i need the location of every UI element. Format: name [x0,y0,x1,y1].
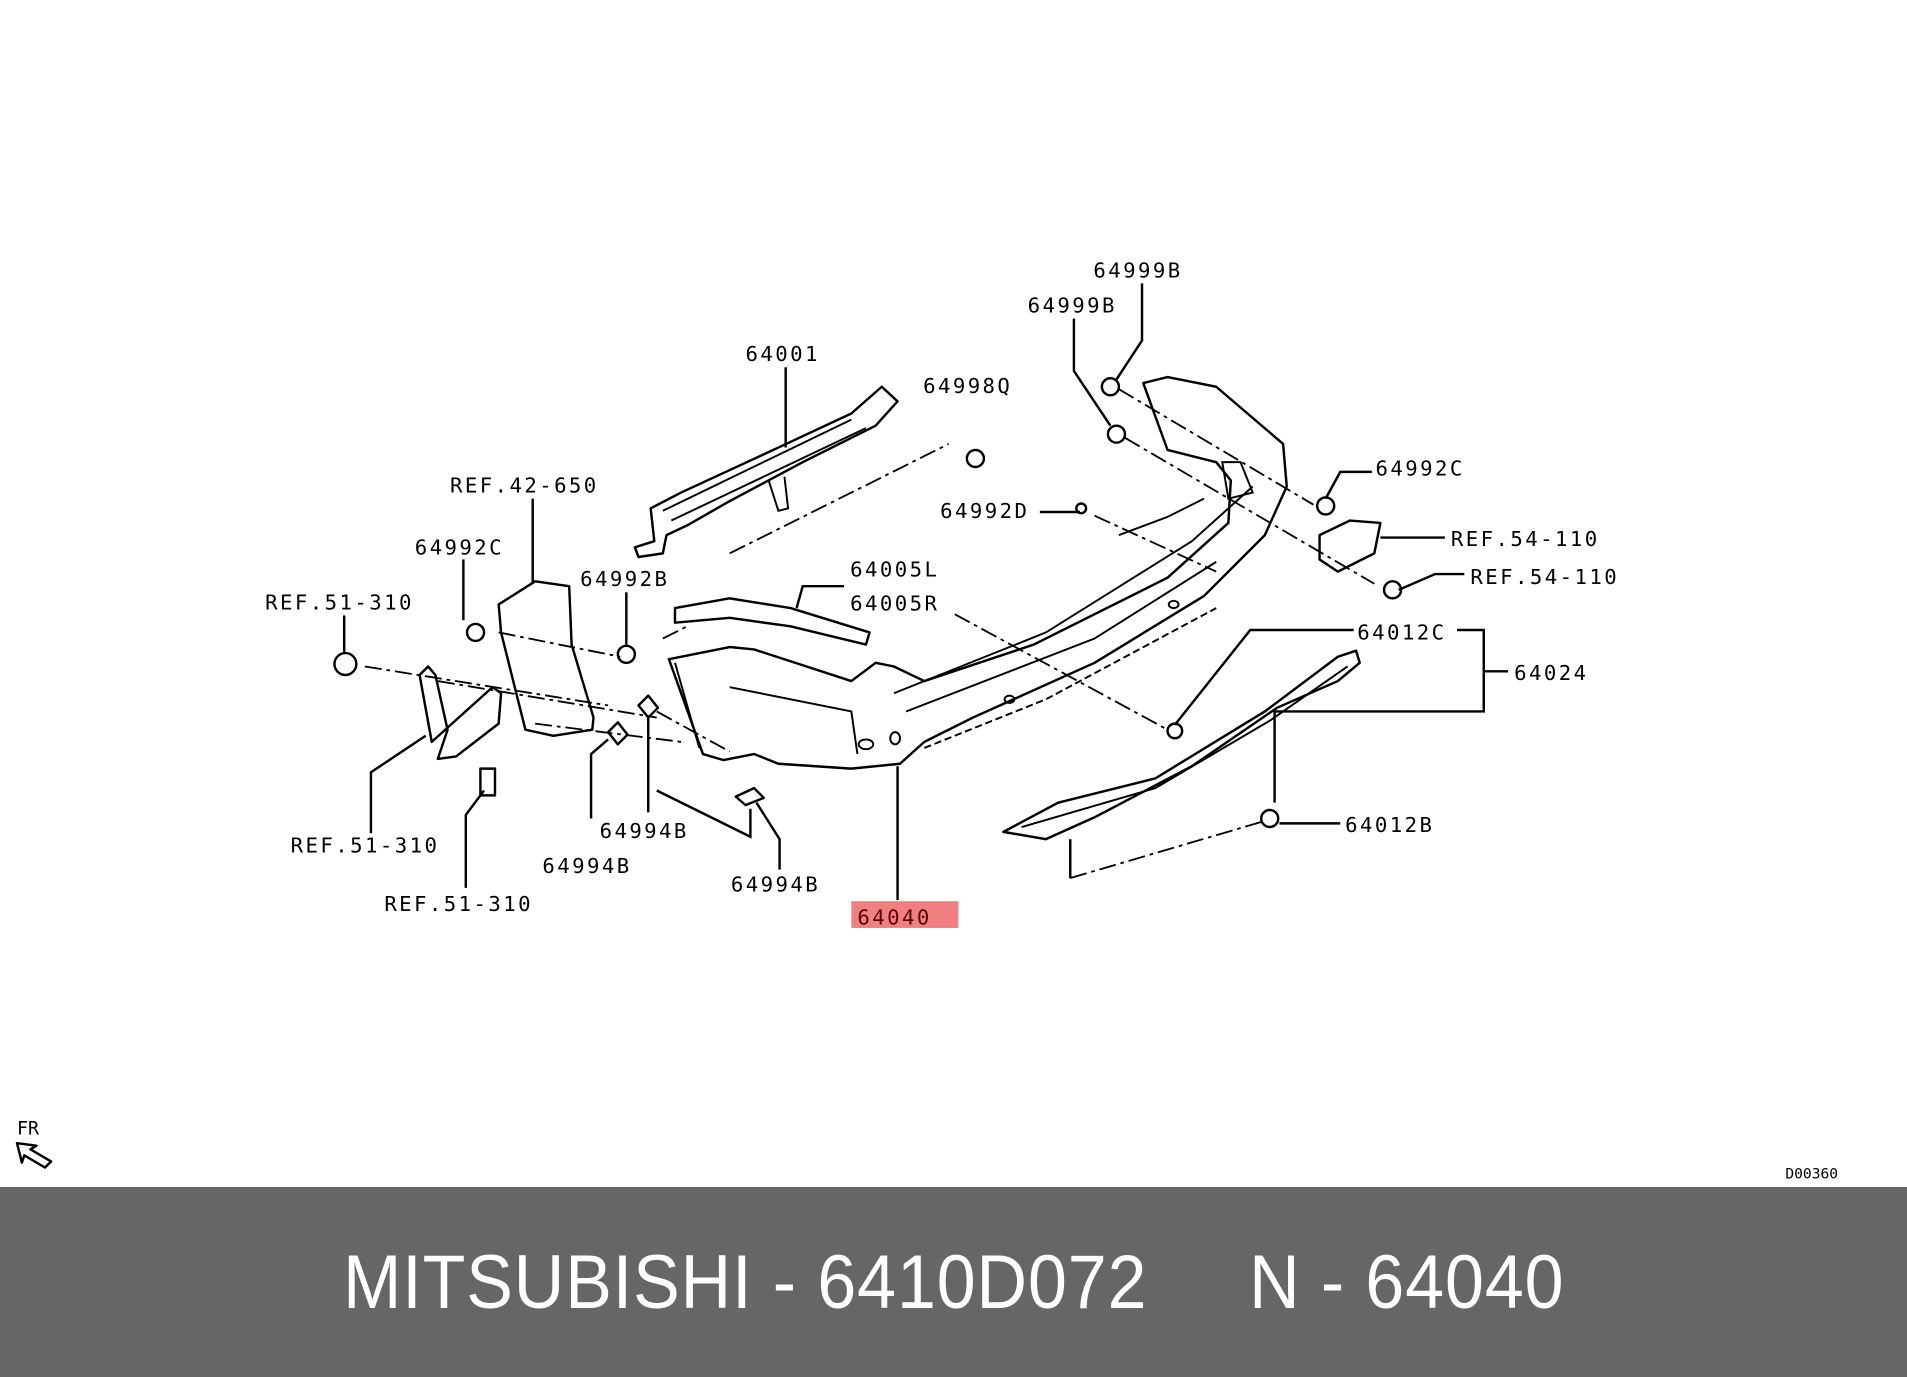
label-ref-54-110[interactable]: REF.54-110 [1451,527,1600,551]
label-64994b[interactable]: 64994B [600,819,689,843]
label-64992b[interactable]: 64992B [580,567,669,591]
label-64024[interactable]: 64024 [1514,661,1588,685]
label-64999b[interactable]: 64999B [1093,258,1182,282]
label-64012b[interactable]: 64012B [1345,813,1434,837]
label-ref-51-310[interactable]: REF.51-310 [265,590,414,614]
fasteners [333,377,1403,829]
label-64999b[interactable]: 64999B [1028,294,1117,318]
label-64998q[interactable]: 64998Q [923,374,1012,398]
leader-lines [342,283,1509,900]
arrow-up-left-icon [15,1142,53,1169]
parts-diagram: 64999B 64999B 64001 64998Q REF.42-650 64… [15,258,1838,1182]
part-64005-strip [673,597,871,646]
part-64001-bracket [633,385,899,559]
label-64992c[interactable]: 64992C [1376,457,1465,481]
label-64992d[interactable]: 64992D [940,499,1029,523]
label-64012c[interactable]: 64012C [1357,621,1446,645]
label-64994b[interactable]: 64994B [731,872,820,896]
label-ref-54-110[interactable]: REF.54-110 [1470,565,1619,589]
part-ref-42-650-guard [497,580,595,738]
part-number-banner: MITSUBISHI - 6410D072 N - 64040 [0,1187,1907,1377]
part-ref-51-310-guard [418,665,503,761]
part-64024-lower-panel [1002,649,1361,841]
diagram-code: D00360 [1785,1165,1838,1182]
label-64992c[interactable]: 64992C [415,536,504,560]
label-ref-42-650[interactable]: REF.42-650 [450,474,599,498]
highlight-64040 [851,901,959,928]
label-64994b[interactable]: 64994B [542,854,631,878]
label-64005l[interactable]: 64005L [850,557,939,581]
label-ref-51-310[interactable]: REF.51-310 [291,834,440,858]
assembly-lines [364,388,1375,879]
label-64005r[interactable]: 64005R [850,592,939,616]
orientation-label: FR [17,1119,39,1140]
part-64040-bumper-cover [667,375,1288,770]
label-64001[interactable]: 64001 [746,342,820,366]
label-64040-highlighted[interactable]: 64040 [857,905,931,929]
banner-title: MITSUBISHI - 6410D072 N - 64040 [342,1239,1565,1325]
label-ref-51-310[interactable]: REF.51-310 [384,892,533,916]
